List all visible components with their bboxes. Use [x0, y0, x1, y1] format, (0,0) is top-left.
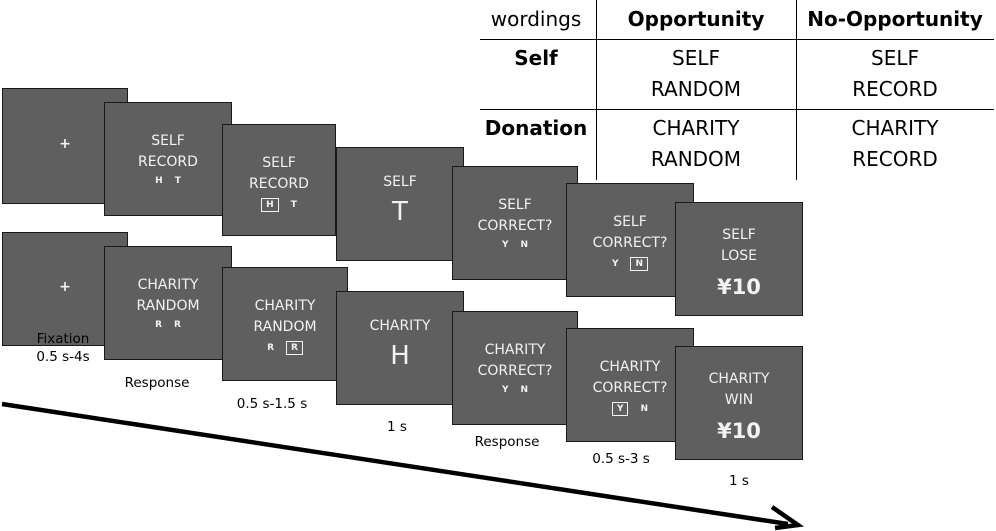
- table-row-label-self: Self: [514, 46, 558, 70]
- timing-label-2: Response: [107, 374, 207, 392]
- bottom-row-screen-text: CORRECT?: [592, 380, 668, 396]
- table-cell-self-opportunity-2: RANDOM: [650, 77, 742, 101]
- top-row-screen-7: SELF LOSE ¥10: [675, 202, 803, 316]
- response-option-r: R: [174, 320, 181, 330]
- bottom-row-screen-text: CHARITY: [137, 277, 199, 293]
- table-header-opportunity: Opportunity: [627, 7, 765, 31]
- response-option-y: Y: [611, 402, 629, 416]
- bottom-row-screen-text: CHARITY: [599, 359, 661, 375]
- table-cell-donation-no-opportunity-2: RECORD: [852, 147, 938, 171]
- timing-label-line: Response: [474, 434, 540, 450]
- bottom-row-screen-text: CHARITY: [369, 318, 431, 334]
- table-rule-middle: [480, 109, 994, 110]
- top-row-feedback-amount: ¥10: [717, 275, 761, 299]
- response-option-y: Y: [611, 259, 619, 269]
- timing-label-3: 0.5 s-1.5 s: [212, 395, 332, 413]
- response-option-n: N: [640, 404, 649, 414]
- timing-label-6: 0.5 s-3 s: [566, 450, 676, 468]
- timing-label-line: 0.5 s-3 s: [592, 451, 650, 467]
- response-option-r: R: [267, 343, 274, 353]
- top-row-screen-text: SELF: [722, 227, 756, 243]
- table-cell-donation-no-opportunity-1: CHARITY: [851, 116, 939, 140]
- bottom-row-feedback-amount: ¥10: [717, 419, 761, 443]
- bottom-row-screen-text: CORRECT?: [477, 363, 553, 379]
- top-row-screen-text: SELF: [262, 155, 296, 171]
- response-option-n: N: [520, 385, 529, 395]
- timing-label-line: 1 s: [387, 419, 407, 435]
- table-cell-self-no-opportunity-1: SELF: [871, 46, 919, 70]
- table-divider-1: [596, 0, 597, 180]
- response-option-y: Y: [501, 240, 509, 250]
- table-cell-self-opportunity-1: SELF: [672, 46, 720, 70]
- bottom-row-screen-text: CHARITY: [254, 298, 316, 314]
- timing-label-1: Fixation 0.5 s-4s: [8, 330, 118, 366]
- top-row-screen-text: SELF: [383, 174, 417, 190]
- bottom-row-screen-4: CHARITY H: [336, 291, 464, 405]
- top-row-screen-text: RECORD: [138, 154, 198, 170]
- response-option-r: R: [286, 341, 303, 355]
- bottom-row-screen-text: WIN: [724, 392, 754, 408]
- top-row-screen-text: SELF: [151, 133, 185, 149]
- top-row-screen-text: RECORD: [249, 176, 309, 192]
- table-cell-donation-opportunity-1: CHARITY: [652, 116, 740, 140]
- bottom-row-screen-text: CHARITY: [484, 342, 546, 358]
- response-option-n: N: [630, 257, 649, 271]
- table-header-no-opportunity: No-Opportunity: [807, 7, 983, 31]
- timing-label-4: 1 s: [337, 418, 457, 436]
- bottom-row-screen-7: CHARITY WIN ¥10: [675, 346, 803, 460]
- response-option-h: H: [155, 176, 163, 186]
- fixation-cross: +: [59, 279, 71, 295]
- timing-label-line: 0.5 s-4s: [36, 349, 90, 365]
- response-option-h: H: [261, 198, 279, 212]
- response-option-n: N: [520, 240, 529, 250]
- timing-label-line: Response: [124, 375, 190, 391]
- timing-label-line: 1 s: [729, 473, 749, 489]
- timing-label-line: 0.5 s-1.5 s: [236, 396, 308, 412]
- bottom-row-screen-text: RANDOM: [136, 298, 200, 314]
- top-row-screen-text: LOSE: [720, 248, 758, 264]
- fixation-cross: +: [59, 136, 71, 152]
- response-option-t: T: [290, 200, 297, 210]
- response-option-y: Y: [501, 385, 509, 395]
- response-option-t: T: [174, 176, 181, 186]
- top-row-coin-outcome: T: [392, 197, 408, 227]
- table-header-wordings: wordings: [490, 7, 582, 31]
- timing-label-5: Response: [452, 433, 562, 451]
- bottom-row-screen-text: RANDOM: [253, 319, 317, 335]
- timing-label-7: 1 s: [675, 472, 803, 490]
- top-row-screen-text: SELF: [613, 214, 647, 230]
- top-row-screen-text: CORRECT?: [477, 218, 553, 234]
- top-row-screen-text: SELF: [498, 197, 532, 213]
- top-row-screen-text: CORRECT?: [592, 235, 668, 251]
- table-divider-2: [796, 0, 797, 180]
- table-cell-donation-opportunity-2: RANDOM: [650, 147, 742, 171]
- top-row-screen-4: SELF T: [336, 147, 464, 261]
- bottom-row-screen-text: CHARITY: [708, 371, 770, 387]
- response-option-r: R: [155, 320, 162, 330]
- timing-label-line: Fixation: [36, 331, 90, 347]
- table-row-label-donation: Donation: [484, 116, 588, 140]
- bottom-row-coin-outcome: H: [390, 341, 410, 371]
- table-rule-header: [480, 39, 994, 40]
- table-cell-self-no-opportunity-2: RECORD: [852, 77, 938, 101]
